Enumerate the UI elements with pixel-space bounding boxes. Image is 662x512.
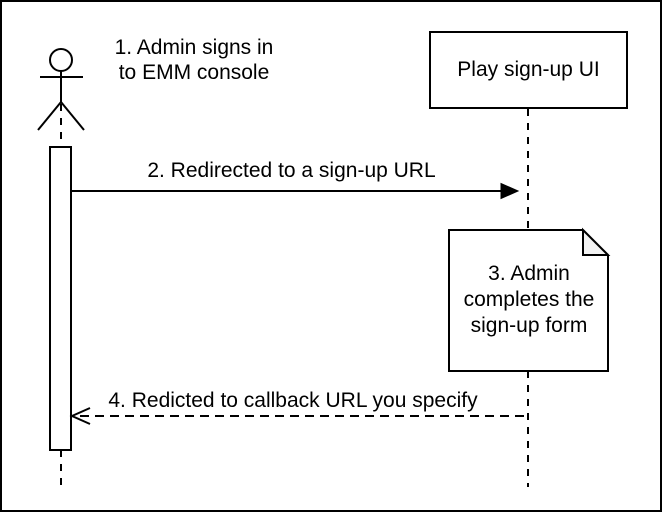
note-body [448,229,609,372]
message-arrow-2 [71,182,520,200]
actor-icon [37,48,85,131]
actor-leg-right [60,101,85,131]
message-arrow-2-head [500,182,520,200]
message-arrow-4 [69,407,528,425]
actor-head [49,48,73,72]
note-fold [582,227,611,256]
step2-message-label: 2. Redirected to a sign-up URL [147,159,436,182]
actor-leg-left [37,101,62,131]
message-arrow-4-head [69,407,91,425]
note-shape [448,227,611,372]
step1-label: 1. Admin signs in to EMM console [114,36,274,84]
step4-message-label: 4. Redicted to callback URL you specify [108,389,478,412]
participant-box-label: Play sign-up UI [457,58,600,81]
activation-bar [49,146,72,451]
participant-box-play-signup-ui: Play sign-up UI [429,31,628,109]
step3-note-label: 3. Admin completes the sign-up form [463,262,595,337]
